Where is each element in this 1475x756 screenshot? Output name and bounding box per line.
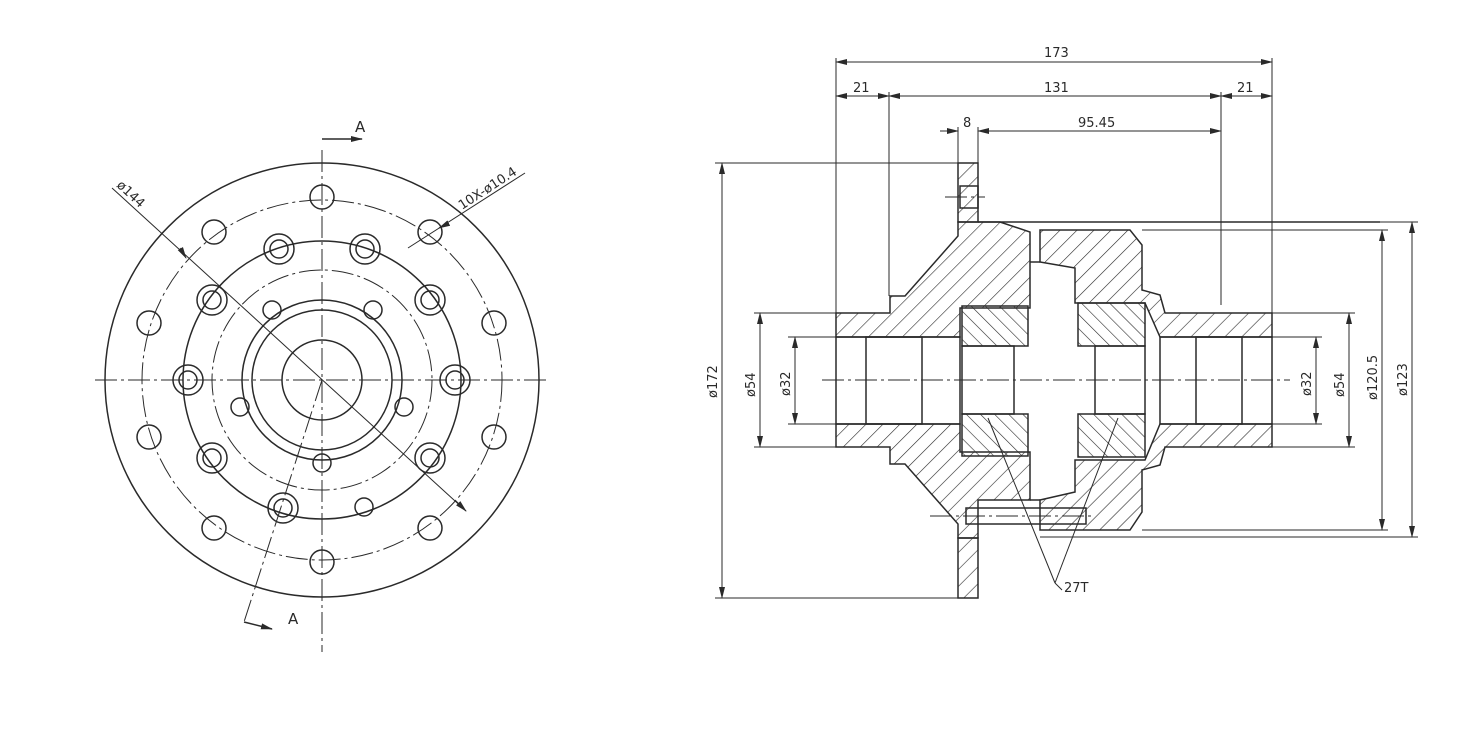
dim-left-shaft-inner: ø32 bbox=[779, 372, 794, 397]
dim-body-length: 131 bbox=[1044, 81, 1069, 96]
right-housing-bottom bbox=[1039, 423, 1273, 531]
flange-plate-bottom bbox=[957, 537, 979, 599]
inner-bolt-circle bbox=[211, 269, 433, 491]
bolt-hole bbox=[201, 515, 227, 541]
pcd-dimension-line bbox=[111, 187, 467, 512]
front-section-line bbox=[243, 379, 323, 623]
bolt-hole bbox=[309, 184, 335, 210]
left-shaft-segment bbox=[865, 336, 923, 425]
right-housing-top bbox=[1039, 229, 1273, 338]
holes-label: 10X-ø10.4 bbox=[456, 165, 520, 214]
right-shaft-segment bbox=[1195, 336, 1243, 425]
dim-flange-offset-right: 21 bbox=[1237, 81, 1254, 96]
bolt-hole bbox=[481, 424, 507, 450]
bolt-hole bbox=[481, 310, 507, 336]
dim-inner-length: 95.45 bbox=[1078, 116, 1115, 131]
section-label-top: A bbox=[355, 118, 366, 136]
small-holes bbox=[230, 300, 414, 517]
bolt-hole bbox=[309, 549, 335, 575]
bolt-hole bbox=[136, 310, 162, 336]
right-gear-bore bbox=[1094, 345, 1146, 415]
dim-left-shaft-outer: ø54 bbox=[744, 373, 759, 398]
pitch-circle bbox=[141, 199, 503, 561]
dim-right-shaft-outer: ø54 bbox=[1333, 373, 1348, 398]
flange-outer-circle bbox=[104, 162, 540, 598]
dim-flange-diameter: ø172 bbox=[706, 365, 721, 398]
inner-circle-1 bbox=[182, 240, 462, 520]
flange-plate-top bbox=[957, 162, 979, 223]
dim-body-diameter-1: ø120.5 bbox=[1366, 355, 1381, 400]
pcd-label: ø144 bbox=[113, 178, 147, 211]
dim-overall-length: 173 bbox=[1044, 46, 1069, 61]
section-view: 173 21 131 21 8 95.45 ø172 ø54 ø32 bbox=[706, 46, 1418, 599]
left-gear-bore bbox=[961, 345, 1015, 415]
bolt-hole bbox=[201, 219, 227, 245]
dim-flange-offset-left: 21 bbox=[853, 81, 870, 96]
side-gear-right-top bbox=[1077, 302, 1146, 347]
spline-callout: 27T bbox=[1064, 581, 1089, 596]
dim-flange-thickness: 8 bbox=[963, 116, 971, 131]
hub-circle-mid bbox=[251, 309, 393, 451]
hub-circle-outer bbox=[241, 299, 403, 461]
holes-leader bbox=[407, 172, 526, 249]
outer-bolt-holes bbox=[136, 184, 507, 575]
hub-circle-inner bbox=[281, 339, 363, 421]
dim-body-diameter-2: ø123 bbox=[1396, 363, 1411, 396]
side-gear-left-top bbox=[961, 305, 1029, 347]
bolt-hole bbox=[136, 424, 162, 450]
front-view: A A ø144 10X-ø10.4 bbox=[95, 118, 550, 652]
dim-right-shaft-inner: ø32 bbox=[1300, 372, 1315, 397]
counterbored-holes bbox=[172, 233, 471, 524]
section-label-bottom: A bbox=[288, 610, 299, 628]
bolt-hole bbox=[417, 219, 443, 245]
bolt-hole bbox=[417, 515, 443, 541]
